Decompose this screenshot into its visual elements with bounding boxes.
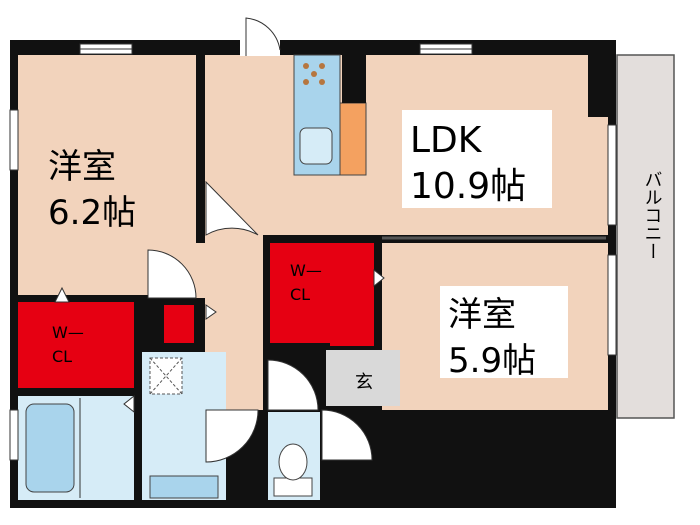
washbasin-icon [149,475,219,499]
balcony-label: バルコニー [642,170,663,260]
closet-2-line1: W— [290,261,322,280]
storage-closet [164,305,194,343]
closet-2-line2: CL [290,285,310,304]
western-room-2-size: 5.9帖 [448,341,536,381]
stove-burner-icon [303,79,309,85]
entrance-area [326,350,400,406]
ldk-label-box [402,110,552,208]
ldk-name: LDK [410,120,483,161]
door-swing [205,180,259,236]
stove-burner-icon [311,71,317,77]
walk-in-closet-1 [18,302,134,388]
window [9,409,19,461]
balcony-area [616,54,675,419]
stove-burner-icon [319,63,325,69]
western-room-1-name: 洋室 [48,147,116,187]
kitchen-sink-icon [299,127,333,165]
balcony-window [607,124,617,226]
door-swing [267,359,319,411]
door-swing [147,249,197,299]
balcony-window [607,254,617,356]
closet-1-line1: W— [52,323,84,342]
stove-burner-icon [319,79,325,85]
ldk-size: 10.9帖 [410,166,526,207]
door-swing [205,409,259,463]
kitchen-peninsula [339,102,367,176]
toilet-icon [278,443,308,481]
closet-1-line2: CL [52,347,72,366]
door-swing [245,17,281,56]
western-room-2-label-box [440,286,568,378]
bathtub-icon [25,403,75,493]
shoe-closet [330,322,374,346]
stove-burner-icon [303,63,309,69]
entrance-label: 玄 [355,372,373,393]
western-room-1-size: 6.2帖 [48,193,136,233]
western-room-2-name: 洋室 [448,295,516,335]
window [9,109,19,171]
door-swing [321,409,373,461]
